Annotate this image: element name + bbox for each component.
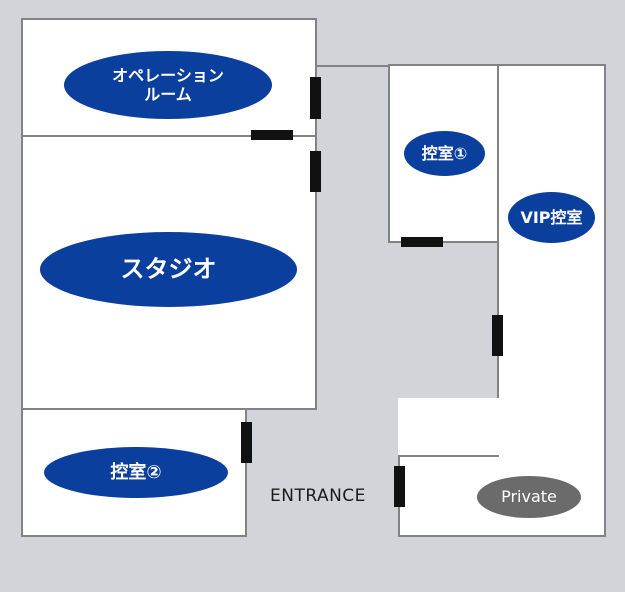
private-room (398, 398, 606, 537)
waiting-room-2-door (241, 422, 252, 463)
vip-room-door (492, 315, 503, 356)
operation-studio-door (251, 130, 293, 140)
private-room-top-wall (398, 455, 499, 457)
private-room-door (394, 466, 405, 507)
studio-label: スタジオ (40, 232, 297, 307)
operation-room-label: オペレーション ルーム (64, 51, 272, 119)
waiting-room-1-label: 控室① (404, 131, 485, 176)
private-room-label: Private (477, 476, 581, 518)
studio-door (310, 151, 321, 192)
operation-room-label-line1: オペレーション (112, 65, 224, 85)
waiting-room-2-label: 控室② (44, 447, 228, 498)
waiting-room-1-door (401, 237, 443, 247)
operation-room-door (310, 77, 321, 119)
entrance-label: ENTRANCE (270, 486, 366, 506)
operation-room-label-line2: ルーム (144, 85, 192, 104)
vip-waiting-room-label: VIP控室 (508, 192, 595, 243)
